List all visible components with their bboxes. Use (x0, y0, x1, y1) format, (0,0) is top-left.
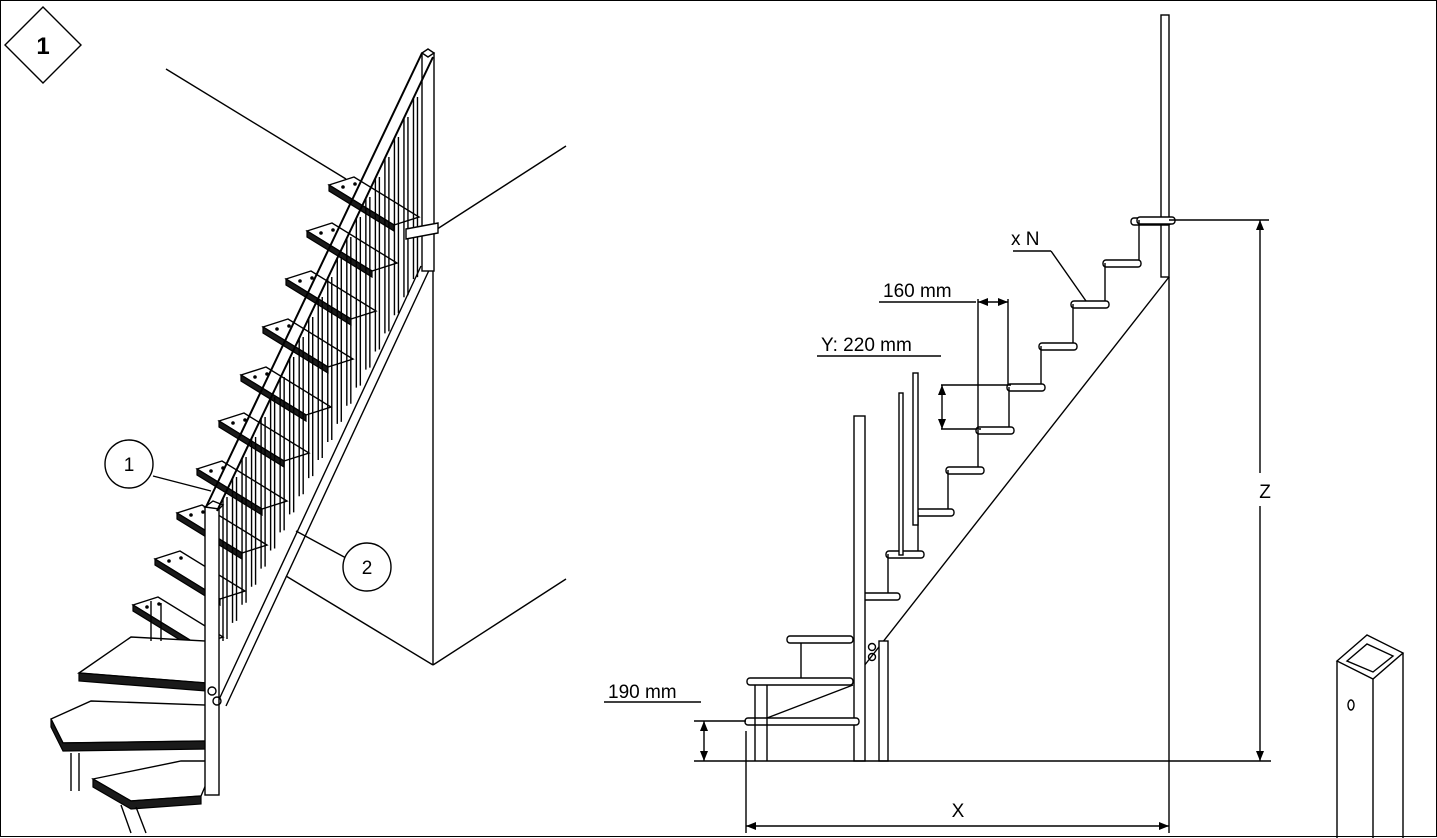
elevation-steps (861, 216, 1176, 601)
dimension-tread-overlap: 160 mm (879, 281, 1009, 429)
dimension-step-count-label: x N (1011, 229, 1040, 250)
elevation-balusters (853, 372, 919, 762)
elevation-tread (1006, 383, 1046, 392)
tread (217, 412, 311, 469)
dimension-riser-height-label: Y: 220 mm (821, 335, 912, 356)
elevation-tread (975, 426, 1015, 435)
elevation-tread (915, 508, 955, 517)
elevation-tread (885, 550, 925, 559)
callout-part-1: 1 (104, 439, 212, 492)
top-post (1160, 14, 1170, 278)
elevation-tread (945, 466, 985, 475)
straight-treads (131, 176, 421, 653)
elevation-tread (861, 592, 901, 601)
side-elevation: Z X 190 mm Y: 220 mm (604, 14, 1271, 833)
dimension-z: Z (1169, 219, 1271, 761)
newel-post-detail (1335, 634, 1405, 838)
elevation-tread (1038, 342, 1078, 351)
dimension-bottom-height: 190 mm (604, 682, 776, 762)
tread (327, 176, 421, 233)
stair-stringer (215, 265, 432, 707)
elevation-winders (744, 635, 860, 761)
callout-part-2-label: 2 (362, 558, 373, 579)
isometric-view: 1 2 (50, 48, 567, 834)
dimension-x: X (745, 277, 1170, 833)
dimension-z-label: Z (1259, 482, 1271, 503)
dimension-bottom-height-label: 190 mm (608, 682, 677, 703)
dimension-riser-height: Y: 220 mm (817, 335, 1011, 430)
figure-badge-number: 1 (36, 33, 49, 60)
tread (261, 318, 355, 375)
tread (284, 270, 378, 327)
dimension-tread-overlap-label: 160 mm (883, 281, 952, 302)
newel-post-top (405, 48, 439, 272)
callout-part-2: 2 (295, 530, 392, 592)
tread (175, 504, 269, 561)
tread (305, 222, 399, 279)
stringer-line (863, 276, 1170, 667)
dimension-step-count: x N (1011, 229, 1087, 302)
dimension-x-label: X (952, 801, 965, 822)
figure-badge: 1 (4, 6, 82, 84)
callout-part-1-label: 1 (124, 455, 135, 476)
handrail (205, 52, 434, 512)
balusters (222, 77, 428, 641)
elevation-tread (1102, 259, 1142, 268)
tread (239, 366, 333, 423)
winder-treads (50, 601, 218, 834)
elevation-tread (1070, 300, 1110, 309)
tread (153, 550, 247, 607)
wall-outline (165, 68, 567, 666)
